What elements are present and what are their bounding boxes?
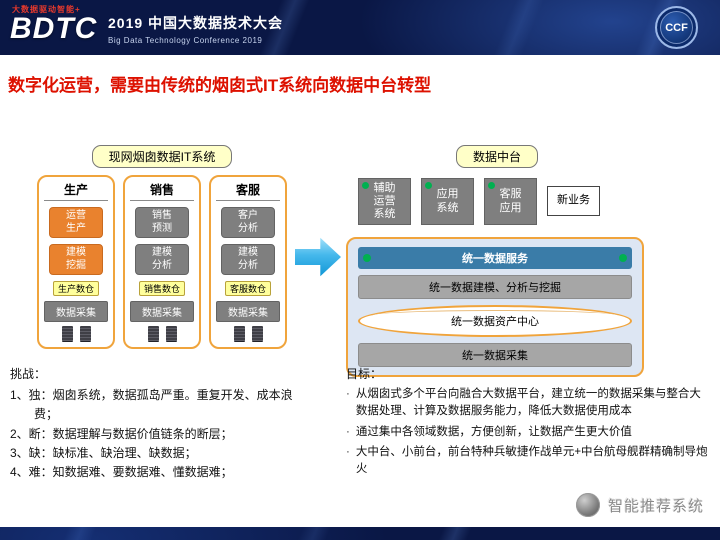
server-icons (61, 326, 91, 341)
warehouse-tag: 客服数仓 (224, 281, 271, 296)
new-business-box: 新业务 (547, 186, 600, 216)
column-header: 生产 (44, 181, 108, 201)
app-box-label: 运营生产 (66, 210, 86, 234)
app-box-label: 建模分析 (152, 247, 172, 271)
slide-body: 数字化运营，需要由传统的烟囱式IT系统向数据中台转型 现网烟囱数据IT系统 生产… (0, 55, 720, 527)
server-icons (147, 326, 177, 341)
app-box: 辅助运营系统 (358, 178, 411, 225)
unified-data-service-layer: 统一数据服务 (358, 247, 632, 269)
data-asset-center-cylinder: 统一数据资产中心 (358, 305, 632, 337)
layer-label: 统一数据资产中心 (451, 316, 539, 328)
server-icon (79, 326, 91, 341)
data-collect-bar: 数据采集 (216, 301, 280, 322)
platform-apps-row: 辅助运营系统 应用系统 客服应用 新业务 (346, 178, 648, 225)
green-dot-icon (488, 182, 495, 189)
goal-item: · 通过集中各领域数据，方便创新，让数据产生更大价值 (346, 424, 712, 441)
ccf-logo-label: CCF (665, 21, 688, 34)
ccf-logo: CCF (655, 6, 698, 49)
server-icons (233, 326, 263, 341)
challenge-item: 4、难：知数据难、要数据难、懂数据难； (10, 464, 233, 479)
app-box: 销售预测 (135, 207, 189, 238)
app-box: 建模挖掘 (49, 244, 103, 275)
transform-arrow-icon (295, 237, 341, 277)
green-dot-icon (363, 254, 371, 262)
page-title: 数字化运营，需要由传统的烟囱式IT系统向数据中台转型 (8, 76, 432, 95)
silo-diagram: 现网烟囱数据IT系统 生产 运营生产 建模挖掘 生产数仓 数据采集 销售 销售预… (30, 145, 294, 349)
app-box: 应用系统 (421, 178, 474, 225)
goal-text: 大中台、小前台，前台特种兵敏捷作战单元+中台航母舰群精确制导炮火 (355, 445, 708, 475)
challenge-item: 3、缺：缺标准、缺治理、缺数据； (10, 445, 197, 460)
conference-title: 2019 中国大数据技术大会 (108, 15, 284, 31)
layer-label: 统一数据服务 (462, 253, 528, 265)
app-box-label: 建模挖掘 (66, 247, 86, 271)
server-icon (251, 326, 263, 341)
platform-container: 统一数据服务 统一数据建模、分析与挖掘 统一数据资产中心 统一数据采集 (346, 237, 644, 377)
app-box-label: 客服应用 (499, 188, 522, 214)
warehouse-tag: 生产数仓 (52, 281, 99, 296)
column-header: 销售 (130, 181, 194, 201)
bullet-icon: · (346, 388, 350, 400)
unified-collection-layer: 统一数据采集 (358, 343, 632, 367)
middle-platform-label: 数据中台 (455, 145, 538, 168)
app-box-label: 应用系统 (436, 188, 459, 214)
app-box-label: 销售预测 (152, 210, 172, 234)
app-box-label: 客户分析 (238, 210, 258, 234)
server-icon (233, 326, 245, 341)
conference-title-block: 2019 中国大数据技术大会 Big Data Technology Confe… (108, 13, 283, 45)
goal-item: · 从烟囱式多个平台向融合大数据平台，建立统一的数据采集与整合大数据处理、计算及… (346, 386, 712, 421)
app-box-label: 建模分析 (238, 247, 258, 271)
watermark: 智能推荐系统 (575, 493, 704, 517)
bullet-icon: · (346, 445, 350, 458)
challenge-item: 2、断：数据理解与数据价值链条的断层； (10, 426, 233, 441)
goals-title: 目标： (346, 367, 383, 381)
app-box: 运营生产 (49, 207, 103, 238)
data-collect-bar: 数据采集 (130, 301, 194, 322)
app-box: 客服应用 (484, 178, 537, 225)
green-dot-icon (425, 182, 432, 189)
goals-block: 目标： · 从烟囱式多个平台向融合大数据平台，建立统一的数据采集与整合大数据处理… (346, 365, 712, 481)
banner-tagline: 大数据驱动智能+ (12, 5, 81, 14)
app-box: 客户分析 (221, 207, 275, 238)
challenge-item: 1、独：烟囱系统，数据孤岛严重。重复开发、成本浪费； (10, 388, 293, 422)
goal-text: 从烟囱式多个平台向融合大数据平台，建立统一的数据采集与整合大数据处理、计算及数据… (355, 388, 701, 418)
app-box-label: 辅助运营系统 (373, 181, 396, 221)
server-icon (61, 326, 73, 341)
silo-column-service: 客服 客户分析 建模分析 客服数仓 数据采集 (209, 175, 287, 349)
goal-text: 通过集中各领域数据，方便创新，让数据产生更大价值 (355, 425, 632, 438)
silo-diagram-label: 现网烟囱数据IT系统 (91, 145, 233, 168)
silo-columns: 生产 运营生产 建模挖掘 生产数仓 数据采集 销售 销售预测 建模分析 销售数仓… (30, 175, 294, 349)
challenges-block: 挑战： 1、独：烟囱系统，数据孤岛严重。重复开发、成本浪费； 2、断：数据理解与… (10, 365, 310, 482)
watermark-text: 智能推荐系统 (607, 497, 704, 515)
warehouse-tag: 销售数仓 (138, 281, 185, 296)
app-box: 建模分析 (221, 244, 275, 275)
conference-subtitle: Big Data Technology Conference 2019 (108, 36, 263, 45)
app-box: 建模分析 (135, 244, 189, 275)
silo-column-sales: 销售 销售预测 建模分析 销售数仓 数据采集 (123, 175, 201, 349)
bdtc-logo: BDTC (10, 12, 98, 45)
middle-platform-diagram: 数据中台 辅助运营系统 应用系统 客服应用 新业务 (346, 145, 648, 377)
green-dot-icon (619, 254, 627, 262)
challenges-title: 挑战： (10, 367, 47, 381)
server-icon (165, 326, 177, 341)
watermark-logo-icon (575, 493, 600, 517)
bullet-icon: · (346, 425, 350, 438)
column-header: 客服 (216, 181, 280, 201)
green-dot-icon (362, 182, 369, 189)
unified-modeling-layer: 统一数据建模、分析与挖掘 (358, 275, 632, 299)
server-icon (147, 326, 159, 341)
goal-item: · 大中台、小前台，前台特种兵敏捷作战单元+中台航母舰群精确制导炮火 (346, 444, 712, 479)
silo-column-production: 生产 运营生产 建模挖掘 生产数仓 数据采集 (37, 175, 115, 349)
header-banner: 大数据驱动智能+ BDTC 2019 中国大数据技术大会 Big Data Te… (0, 0, 720, 55)
app-box-label: 新业务 (557, 194, 590, 207)
data-collect-bar: 数据采集 (44, 301, 108, 322)
